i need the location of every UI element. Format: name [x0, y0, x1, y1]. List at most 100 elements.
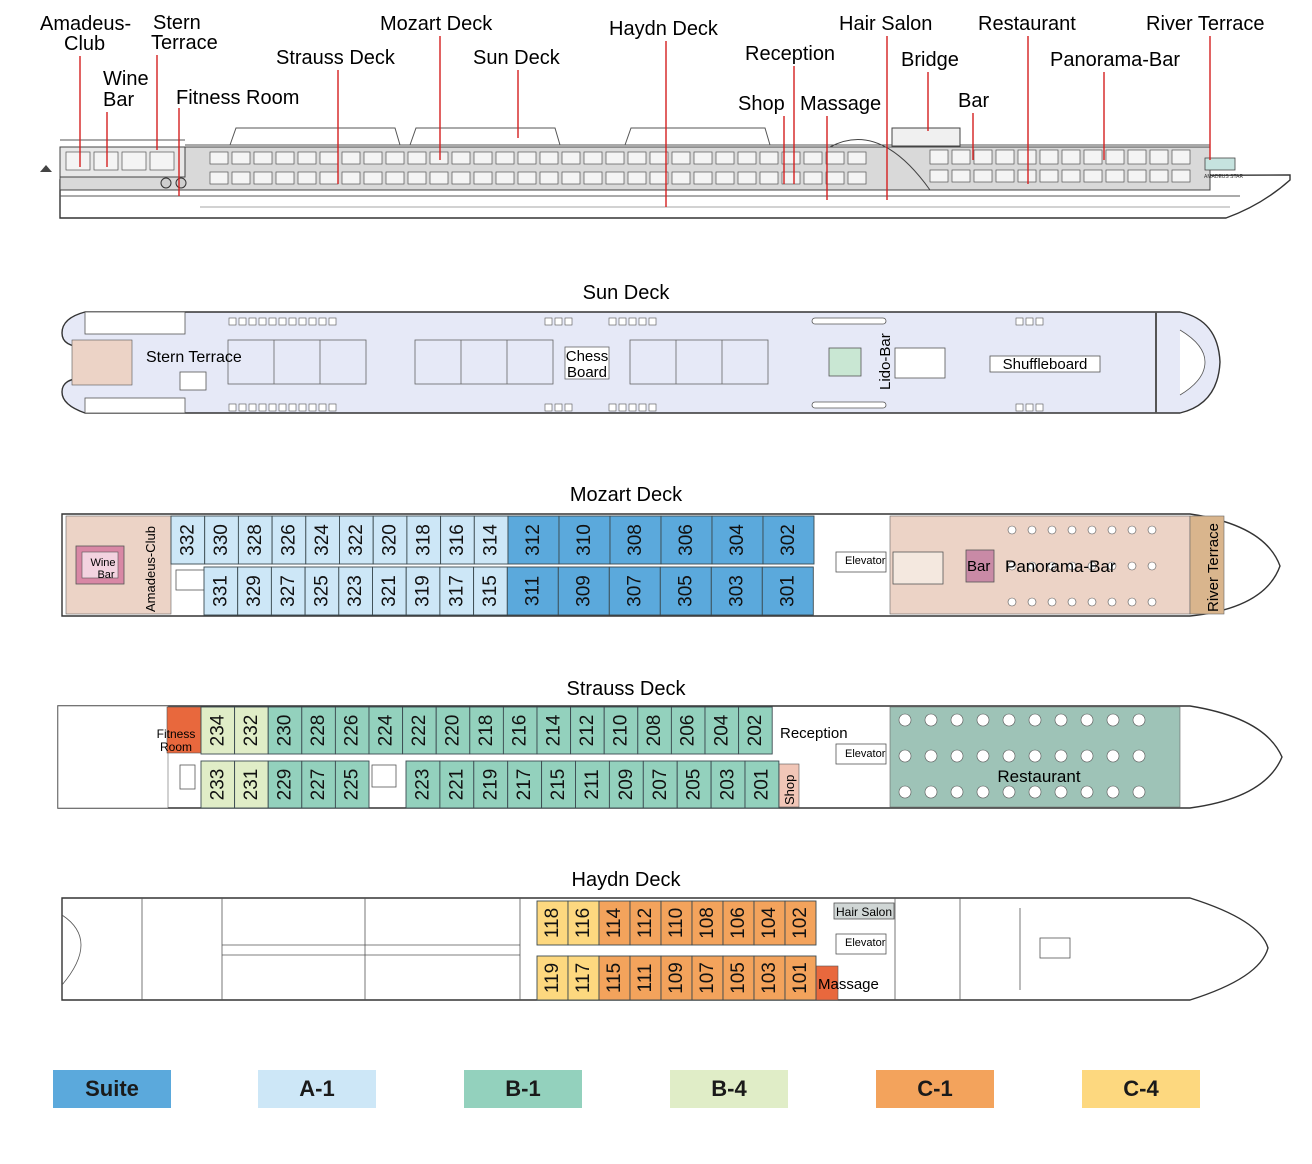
profile-window [1017, 149, 1037, 165]
cabin-309[interactable] [557, 566, 610, 616]
lounge-table [1067, 597, 1077, 607]
cabin-218[interactable] [469, 706, 504, 755]
deck-chair [628, 403, 637, 412]
deck-chair [238, 317, 247, 326]
cabin-number-303: 303 [726, 575, 747, 607]
cabin-330[interactable] [204, 515, 239, 565]
cabin-231[interactable] [234, 760, 269, 809]
cabin-310[interactable] [558, 515, 611, 565]
profile-window [759, 151, 779, 165]
cabin-232[interactable] [234, 706, 269, 755]
cabin-225[interactable] [334, 760, 370, 809]
cabin-103[interactable] [753, 955, 786, 1001]
cabin-322[interactable] [339, 515, 374, 565]
cabin-226[interactable] [334, 706, 370, 755]
cabin-108[interactable] [691, 900, 724, 946]
profile-window [1083, 169, 1103, 183]
cabin-228[interactable] [301, 706, 336, 755]
cabin-221[interactable] [439, 760, 475, 809]
cabin-110[interactable] [660, 900, 693, 946]
cabin-201[interactable] [744, 760, 780, 809]
profile-window [1105, 149, 1125, 165]
cabin-305[interactable] [659, 566, 712, 616]
cabin-number-203: 203 [718, 769, 739, 801]
cabin-119[interactable] [536, 955, 569, 1001]
cabin-227[interactable] [301, 760, 336, 809]
profile-window [473, 171, 493, 185]
sun-deck-plan [61, 311, 1221, 414]
restaurant-table [976, 713, 990, 727]
strauss-furniture [898, 713, 1146, 799]
cabin-216[interactable] [502, 706, 538, 755]
cabin-211[interactable] [575, 760, 610, 809]
cabin-number-116: 116 [573, 908, 594, 938]
cabin-217[interactable] [507, 760, 543, 809]
restaurant-table [1080, 749, 1094, 763]
cabin-117[interactable] [567, 955, 600, 1001]
cabin-205[interactable] [676, 760, 712, 809]
profile-window [825, 171, 845, 185]
cabin-331[interactable] [203, 566, 239, 616]
cabin-220[interactable] [435, 706, 471, 755]
cabin-118[interactable] [536, 900, 569, 946]
strauss-fitness-2: Room [160, 740, 192, 754]
cabin-104[interactable] [753, 900, 786, 946]
cabin-105[interactable] [722, 955, 755, 1001]
cabin-325[interactable] [304, 566, 340, 616]
cabin-319[interactable] [405, 566, 441, 616]
cabin-315[interactable] [473, 566, 508, 616]
cabin-318[interactable] [406, 515, 442, 565]
profile-window [1171, 149, 1191, 165]
cabin-114[interactable] [598, 900, 631, 946]
cabin-222[interactable] [402, 706, 437, 755]
cabin-223[interactable] [405, 760, 441, 809]
cabin-number-229: 229 [275, 769, 296, 801]
profile-window [847, 171, 867, 185]
cabin-320[interactable] [372, 515, 408, 565]
cabin-208[interactable] [637, 706, 672, 755]
legend-b1-label: B-1 [505, 1076, 541, 1101]
cabin-332[interactable] [170, 515, 206, 565]
cabin-301[interactable] [761, 566, 814, 616]
cabin-214[interactable] [536, 706, 572, 755]
profile-window [803, 171, 823, 185]
cabin-304[interactable] [711, 515, 764, 565]
cabin-307[interactable] [608, 566, 661, 616]
cabin-224[interactable] [368, 706, 404, 755]
cabin-327[interactable] [270, 566, 306, 616]
profile-window [209, 151, 229, 165]
cabin-111[interactable] [629, 955, 662, 1001]
cabin-233[interactable] [200, 760, 236, 809]
cabin-203[interactable] [710, 760, 746, 809]
profile-window [495, 171, 515, 185]
cabin-316[interactable] [440, 515, 475, 565]
cabin-314[interactable] [473, 515, 509, 565]
cabin-312[interactable] [507, 515, 560, 565]
cabin-229[interactable] [267, 760, 303, 809]
cabin-311[interactable] [506, 566, 559, 616]
deck-chair [308, 317, 317, 326]
cabin-206[interactable] [670, 706, 706, 755]
cabin-209[interactable] [608, 760, 644, 809]
cabin-number-104: 104 [759, 907, 780, 939]
deck-chair [328, 403, 337, 412]
deck-chair [288, 403, 297, 412]
cabin-302[interactable] [762, 515, 815, 565]
cabin-303[interactable] [710, 566, 763, 616]
cabin-109[interactable] [660, 955, 693, 1001]
cabin-112[interactable] [629, 900, 662, 946]
cabin-329[interactable] [237, 566, 272, 616]
cabin-306[interactable] [660, 515, 713, 565]
cabin-212[interactable] [570, 706, 605, 755]
cabin-234[interactable] [200, 706, 236, 755]
cabin-106[interactable] [722, 900, 755, 946]
cabin-107[interactable] [691, 955, 724, 1001]
cabin-321[interactable] [372, 566, 407, 616]
cabin-207[interactable] [642, 760, 678, 809]
cabin-101[interactable] [784, 955, 817, 1001]
deck-chair [618, 317, 627, 326]
cabin-116[interactable] [567, 900, 600, 946]
cabin-102[interactable] [784, 900, 817, 946]
cabin-202[interactable] [738, 706, 773, 755]
